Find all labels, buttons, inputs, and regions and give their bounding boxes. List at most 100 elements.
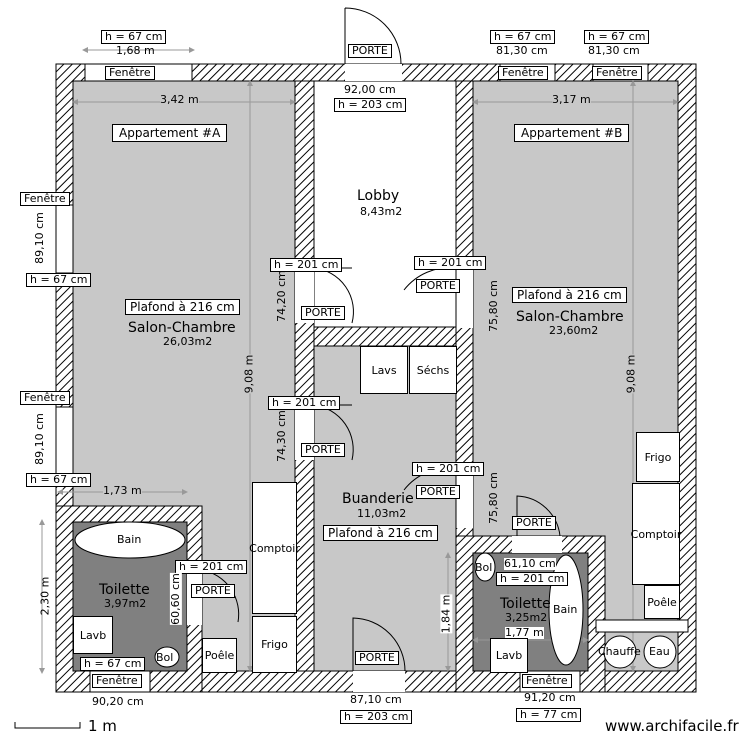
- apt-b-counter: Comptoir: [631, 483, 681, 585]
- door-a-lower-label: PORTE: [301, 443, 345, 457]
- bowl-b: [474, 552, 496, 582]
- bottom-window-b-label: Fenêtre: [522, 674, 572, 688]
- apt-b-fridge: Frigo: [636, 432, 680, 482]
- toilet-a-bowl: Bol: [156, 651, 174, 664]
- left-window-2-label: Fenêtre: [20, 391, 70, 405]
- bottom-window-a-label: Fenêtre: [92, 674, 142, 688]
- toilet-b-width: 1,77 m: [505, 626, 544, 639]
- heater-label: Chauffe: [598, 645, 641, 658]
- toilet-a-width: 1,73 m: [103, 484, 142, 497]
- lobby-area: 8,43m2: [360, 205, 403, 218]
- toilet-b-sink: Lavb: [490, 638, 528, 673]
- toilet-a-height: 2,30 m: [38, 576, 52, 616]
- apt-b-height: 9,08 m: [624, 354, 638, 394]
- left-window-1-height: h = 67 cm: [26, 273, 92, 287]
- toilet-a-door-width: 60,60 cm: [168, 573, 182, 625]
- toilet-b-door-label: PORTE: [512, 516, 556, 530]
- watermark[interactable]: www.archifacile.fr: [605, 717, 739, 735]
- top-window-b2-height: h = 67 cm: [584, 30, 650, 44]
- lobby-room-name: Lobby: [357, 188, 400, 204]
- apt-a-area: 26,03m2: [163, 335, 213, 348]
- left-window-1-width: 89,10 cm: [32, 212, 46, 264]
- toilet-a-bath: Bain: [117, 533, 142, 546]
- lobby-entrance-gap: [345, 64, 402, 81]
- door-b-upper-gap: [456, 268, 473, 328]
- lobby-door-label: PORTE: [348, 44, 392, 58]
- top-window-a-label: Fenêtre: [105, 66, 155, 80]
- bottom-window-a-height: h = 67 cm: [80, 657, 146, 671]
- toilet-b-door-height: h = 201 cm: [496, 572, 569, 586]
- apt-a-ceiling: Plafond à 216 cm: [125, 299, 240, 315]
- apt-b-label: Appartement #B: [514, 124, 630, 142]
- laundry-bottom-door-label: PORTE: [355, 651, 399, 665]
- apt-b-area: 23,60m2: [549, 324, 599, 337]
- laundry-dryers: Séchs: [409, 346, 457, 394]
- toilet-b-area: 3,25m2: [505, 611, 548, 624]
- lobby-door-swing: [344, 7, 402, 65]
- water-label: Eau: [649, 645, 670, 658]
- door-b-lower-label: PORTE: [416, 485, 460, 499]
- top-window-b1-label: Fenêtre: [498, 66, 548, 80]
- window-left-1: [55, 204, 74, 274]
- apt-a-fridge: Frigo: [252, 616, 297, 673]
- laundry-bottom-gap: [353, 671, 405, 692]
- toilet-b-room-name: Toilette: [500, 596, 551, 612]
- apt-b-room-name: Salon-Chambre: [516, 309, 624, 325]
- door-a-upper-label: PORTE: [301, 306, 345, 320]
- toilet-b-door-gap: [512, 536, 562, 553]
- top-window-a-height: h = 67 cm: [101, 30, 167, 44]
- apt-a-width: 3,42 m: [160, 93, 199, 106]
- door-a-upper-width: 74,20 cm: [274, 270, 288, 322]
- heater-tank: [603, 635, 637, 669]
- bath-tub-a: [74, 521, 186, 559]
- top-window-a-width: 1,68 m: [116, 44, 155, 57]
- lobby-door-width: 92,00 cm: [344, 83, 396, 96]
- laundry-height: 1,84 m: [439, 594, 453, 634]
- laundry-washers: Lavs: [360, 346, 408, 394]
- toilet-a-door-label: PORTE: [191, 584, 235, 598]
- apt-a-label: Appartement #A: [112, 124, 228, 142]
- toilet-b-bowl: Bol: [475, 561, 493, 574]
- laundry-door-swing: [352, 617, 406, 672]
- apt-b-width: 3,17 m: [552, 93, 591, 106]
- door-a-upper-height: h = 201 cm: [270, 258, 343, 272]
- door-b-upper-height: h = 201 cm: [414, 256, 487, 270]
- water-tank: [643, 635, 677, 669]
- door-b-lower-height: h = 201 cm: [412, 462, 485, 476]
- top-window-b1-width: 81,30 cm: [496, 44, 548, 57]
- scale-label: 1 m: [88, 717, 117, 735]
- toilet-b-bath: Bain: [553, 603, 578, 616]
- apt-a-stove: Poêle: [202, 638, 237, 673]
- laundry-room-name: Buanderie: [342, 491, 414, 507]
- scale-bar: [14, 722, 81, 729]
- toilet-a-area: 3,97m2: [104, 597, 147, 610]
- apt-b-ceiling: Plafond à 216 cm: [512, 287, 627, 303]
- door-b-lower-gap: [456, 468, 473, 528]
- bottom-door-width: 87,10 cm: [350, 693, 402, 706]
- bottom-window-a-width: 90,20 cm: [92, 695, 144, 708]
- top-window-b1-height: h = 67 cm: [490, 30, 556, 44]
- left-window-2-height: h = 67 cm: [26, 473, 92, 487]
- bottom-window-b-height: h = 77 cm: [516, 708, 582, 722]
- toilet-b-door-swing: [516, 495, 561, 537]
- toilet-a-room-name: Toilette: [99, 582, 150, 598]
- wall-lobby-laundry: [313, 326, 457, 347]
- heater-base: [595, 619, 689, 633]
- door-b-lower-width: 75,80 cm: [486, 472, 500, 524]
- laundry-area: 11,03m2: [357, 507, 407, 520]
- top-window-b2-label: Fenêtre: [592, 66, 642, 80]
- bottom-window-b-width: 91,20 cm: [524, 691, 576, 704]
- wall-a-lobby: [294, 80, 315, 672]
- top-window-b2-width: 81,30 cm: [588, 44, 640, 57]
- bowl-a: [154, 646, 180, 668]
- left-window-1-label: Fenêtre: [20, 192, 70, 206]
- toilet-b-door-width: 61,10 cm: [504, 557, 556, 570]
- toilet-a-sink: Lavb: [73, 616, 113, 654]
- apt-b-stove: Poêle: [644, 585, 680, 619]
- bottom-door-height: h = 203 cm: [340, 710, 413, 724]
- toilet-a-door-height: h = 201 cm: [175, 560, 248, 574]
- lobby-door-height: h = 203 cm: [334, 98, 407, 112]
- apt-a-room-name: Salon-Chambre: [128, 320, 236, 336]
- laundry-ceiling: Plafond à 216 cm: [323, 525, 438, 541]
